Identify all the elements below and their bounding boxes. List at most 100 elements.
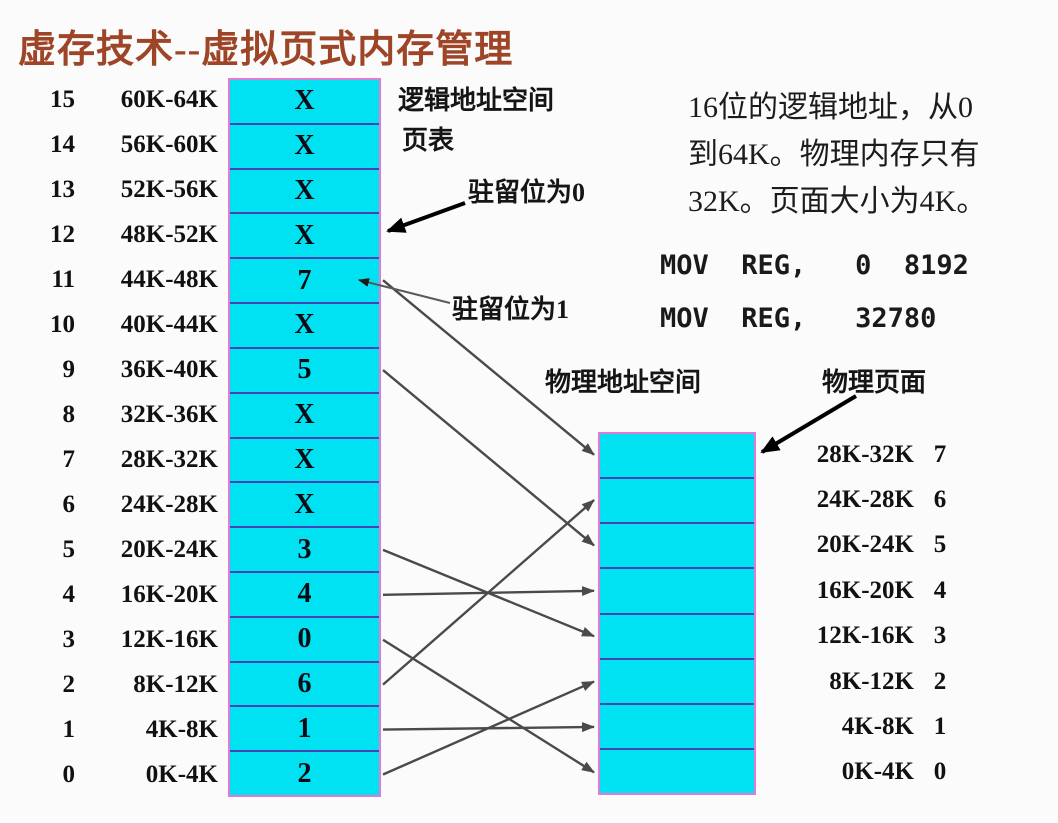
page-table-value: 5 bbox=[297, 354, 312, 386]
frame-range: 20K-24K bbox=[816, 531, 914, 559]
page-table-cell: 2 bbox=[230, 752, 379, 795]
frame-number: 7 bbox=[933, 440, 947, 468]
page-number: 6 bbox=[62, 490, 76, 518]
page-range: 12K-16K bbox=[120, 625, 218, 653]
page-table-cell: X bbox=[230, 304, 379, 349]
page-table-cell: 7 bbox=[230, 259, 379, 305]
page-table-value: X bbox=[294, 85, 315, 117]
mapping-arrow-page5-frame3 bbox=[382, 548, 595, 638]
frame-cell bbox=[600, 434, 754, 480]
page-table-value: X bbox=[294, 399, 315, 431]
page-table-cell: X bbox=[230, 393, 379, 439]
page-number: 4 bbox=[62, 580, 76, 608]
description-line: 到64K。物理内存只有 bbox=[688, 138, 980, 171]
page-number: 0 bbox=[62, 760, 76, 788]
page-range: 56K-60K bbox=[120, 131, 218, 159]
page-table-value: 3 bbox=[297, 533, 312, 565]
page-range: 4K-8K bbox=[145, 715, 218, 743]
page-table-cell: X bbox=[230, 80, 379, 125]
page-table-value: 6 bbox=[297, 667, 312, 699]
frame-cell bbox=[600, 524, 754, 570]
page-number: 8 bbox=[62, 401, 76, 429]
page-range: 36K-40K bbox=[120, 356, 218, 384]
logical-space-label: 逻辑地址空间 bbox=[398, 86, 555, 115]
page-table-cell: 4 bbox=[230, 572, 379, 618]
page-range: 52K-56K bbox=[120, 176, 218, 204]
frame-range: 16K-20K bbox=[816, 576, 914, 604]
page-number: 7 bbox=[62, 445, 76, 473]
description-line: 32K。页面大小为4K。 bbox=[688, 185, 987, 218]
page-range: 28K-32K bbox=[120, 445, 218, 473]
page-number: 13 bbox=[50, 176, 75, 204]
page-table-value: X bbox=[294, 219, 315, 251]
resident-bit-0-arrow bbox=[386, 201, 466, 233]
mapping-arrow-page4-frame4 bbox=[382, 586, 595, 597]
frame-number: 0 bbox=[933, 758, 947, 786]
frame-number: 5 bbox=[933, 531, 947, 559]
frame-number: 1 bbox=[933, 712, 947, 740]
mov-instruction-2: MOV REG, 32780 bbox=[660, 303, 937, 334]
mapping-arrow-page2-frame6 bbox=[382, 499, 595, 686]
frame-cell bbox=[600, 569, 754, 615]
physical-page-label: 物理页面 bbox=[822, 368, 927, 397]
page-table-cell: 5 bbox=[230, 348, 379, 394]
page-range: 40K-44K bbox=[120, 311, 218, 339]
page-number: 9 bbox=[62, 356, 76, 384]
frame-cell bbox=[600, 614, 754, 660]
frame-range: 12K-16K bbox=[816, 622, 914, 650]
frame-cell bbox=[600, 479, 754, 525]
frame-range: 8K-12K bbox=[829, 667, 914, 695]
page-number: 2 bbox=[62, 670, 76, 698]
page-number: 3 bbox=[62, 625, 76, 653]
page-table-cell: 3 bbox=[230, 528, 379, 573]
frame-range: 28K-32K bbox=[816, 440, 914, 468]
page-table-value: 2 bbox=[297, 757, 312, 789]
description-text: 16位的逻辑地址，从0 到64K。物理内存只有 32K。页面大小为4K。 bbox=[688, 84, 1058, 225]
slide-title: 虚存技术--虚拟页式内存管理 bbox=[18, 29, 514, 71]
page-table-cell: 1 bbox=[230, 707, 379, 753]
page-range: 44K-48K bbox=[120, 266, 218, 294]
mapping-arrow-page0-frame2 bbox=[382, 680, 595, 776]
page-table-value: 7 bbox=[297, 264, 312, 296]
page-range: 48K-52K bbox=[120, 221, 218, 249]
mapping-arrow-page1-frame1 bbox=[382, 722, 595, 733]
page-table-cell: X bbox=[230, 214, 379, 260]
page-table-cell: X bbox=[230, 169, 379, 215]
frame-range: 4K-8K bbox=[841, 712, 914, 740]
page-number: 5 bbox=[62, 535, 76, 563]
frame-cell bbox=[600, 749, 754, 793]
frame-range: 0K-4K bbox=[841, 758, 914, 786]
page-range: 24K-28K bbox=[120, 490, 218, 518]
page-table-value: X bbox=[294, 130, 315, 162]
page-table-cell: X bbox=[230, 438, 379, 484]
resident-bit-1-label: 驻留位为1 bbox=[452, 295, 570, 324]
page-range: 32K-36K bbox=[120, 401, 218, 429]
page-number: 15 bbox=[50, 86, 75, 114]
page-table-value: X bbox=[294, 488, 315, 520]
page-table-label: 页表 bbox=[402, 126, 455, 155]
page-table-value: X bbox=[294, 309, 315, 341]
page-table-cell: X bbox=[230, 483, 379, 529]
page-table-value: 1 bbox=[297, 712, 312, 744]
description-line: 16位的逻辑地址，从0 bbox=[688, 91, 973, 124]
page-table-cell: 0 bbox=[230, 617, 379, 663]
page-table-value: 0 bbox=[297, 623, 312, 655]
page-table-value: X bbox=[294, 443, 315, 475]
page-number: 10 bbox=[50, 311, 75, 339]
frame-number: 4 bbox=[933, 576, 947, 604]
page-range: 0K-4K bbox=[145, 760, 218, 788]
resident-bit-0-label: 驻留位为0 bbox=[468, 178, 586, 207]
page-range-column: 60K-64K 56K-60K 52K-56K 48K-52K 44K-48K 40K-4… bbox=[80, 78, 218, 797]
mapping-arrow-page3-frame0 bbox=[382, 638, 595, 774]
page-table-value: X bbox=[294, 175, 315, 207]
mov-instruction-1: MOV REG, 0 8192 bbox=[660, 250, 969, 281]
page-number: 14 bbox=[50, 131, 75, 159]
page-table-value: 4 bbox=[297, 578, 312, 610]
page-number: 12 bbox=[50, 221, 75, 249]
page-range: 60K-64K bbox=[120, 86, 218, 114]
